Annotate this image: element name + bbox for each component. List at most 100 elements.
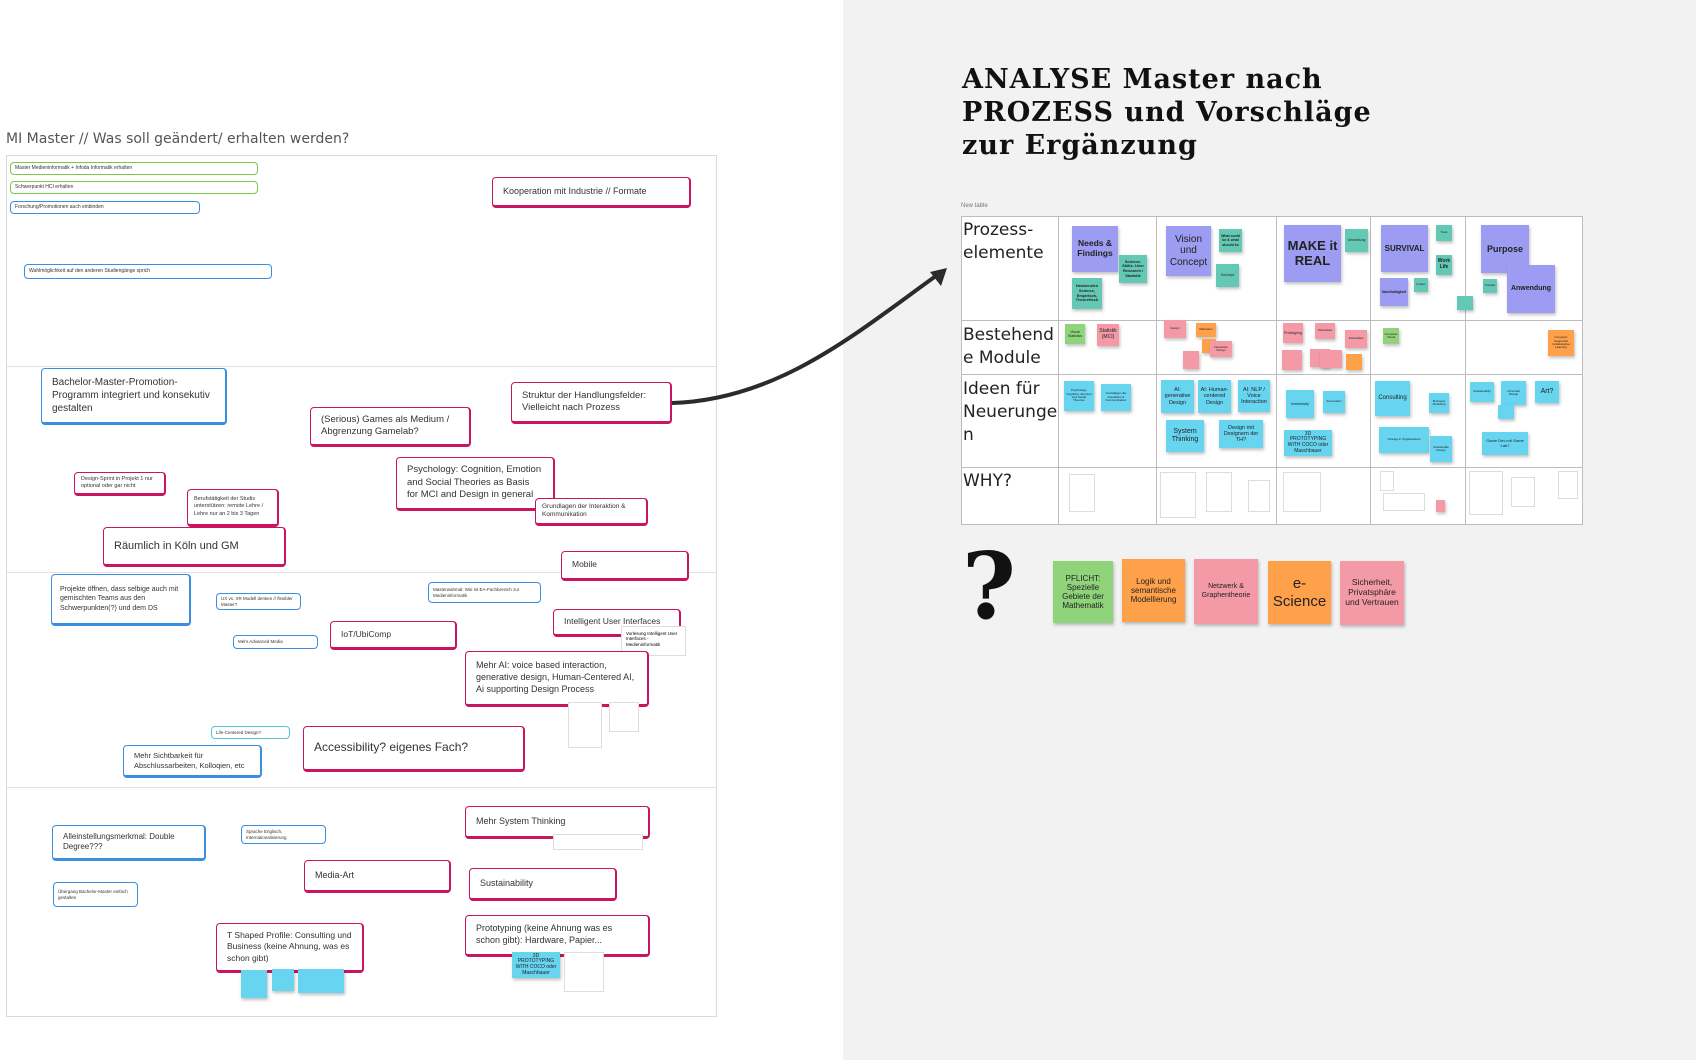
- sticky-note[interactable]: Nachhaltigkeit: [1380, 278, 1408, 306]
- sticky-note[interactable]: [272, 969, 294, 991]
- sticky-note[interactable]: AI: generative Design: [1161, 380, 1194, 413]
- sticky-note[interactable]: Computer Visual: [1383, 328, 1399, 344]
- sticky-note[interactable]: Prototyping: [1283, 323, 1303, 343]
- image-thumbnail[interactable]: [1380, 471, 1394, 491]
- image-thumbnail[interactable]: [1511, 477, 1535, 507]
- note-card[interactable]: Wahlmöglichkeit auf den anderen Studieng…: [24, 264, 272, 279]
- sticky-note[interactable]: Sustainability: [1470, 382, 1494, 402]
- sticky-note[interactable]: Immersivity: [1286, 390, 1314, 418]
- row-label-why[interactable]: WHY?: [963, 471, 1012, 491]
- sticky-note[interactable]: Interaction Design: [1210, 341, 1232, 357]
- sticky-note[interactable]: Sicherheit, Privatsphäre und Vertrauen: [1340, 561, 1404, 625]
- sticky-note[interactable]: [298, 969, 344, 993]
- sticky-note[interactable]: Anwendung: [1507, 265, 1555, 313]
- sticky-note[interactable]: Neuberufen Science, Empirisch, Theoretis…: [1072, 278, 1102, 309]
- document-thumbnail[interactable]: [1469, 471, 1503, 515]
- document-thumbnail[interactable]: [1248, 480, 1270, 512]
- note-card[interactable]: Räumlich in Köln und GM: [103, 527, 286, 567]
- frame-title[interactable]: MI Master // Was soll geändert/ erhalten…: [6, 131, 350, 147]
- sticky-note[interactable]: Change in Organizations: [1379, 427, 1429, 453]
- sticky-note[interactable]: System Thinking: [1166, 420, 1204, 452]
- sticky-note[interactable]: Game Dev mit Game Lab?: [1482, 432, 1528, 455]
- note-card[interactable]: Mobile: [561, 551, 689, 581]
- document-thumbnail[interactable]: [1283, 472, 1321, 512]
- sticky-note[interactable]: Visual Statistics: [1065, 324, 1085, 344]
- note-card[interactable]: Design-Sprint in Projekt 1 nur optional …: [74, 472, 166, 496]
- note-card[interactable]: Prototyping (keine Ahnung was es schon g…: [465, 915, 650, 957]
- note-card[interactable]: Grundlagen der Interaktion & Kommunikati…: [535, 498, 648, 526]
- sticky-note[interactable]: Vision und Concept: [1166, 226, 1211, 276]
- sticky-note[interactable]: AI: NLP / Voice Interaction: [1238, 380, 1270, 412]
- sticky-note[interactable]: Science-Skills: User Research / Statisti…: [1119, 255, 1147, 283]
- sticky-note[interactable]: [1282, 350, 1302, 370]
- sticky-note[interactable]: Psychology: Cognition, Emotion and Socia…: [1064, 381, 1094, 411]
- sticky-note[interactable]: Automation: [1323, 391, 1345, 413]
- image-thumbnails[interactable]: [553, 834, 643, 850]
- sticky-note[interactable]: Konzept: [1216, 264, 1239, 287]
- board-title[interactable]: ANALYSE Master nach PROZESS und Vorschlä…: [962, 64, 1372, 161]
- note-card[interactable]: Life-Centered Design?: [211, 726, 290, 739]
- note-card[interactable]: (Serious) Games als Medium / Abgrenzung …: [310, 407, 471, 447]
- sticky-note[interactable]: Design: [1164, 320, 1186, 338]
- sticky-note[interactable]: Art?: [1535, 381, 1559, 403]
- sticky-note[interactable]: [1436, 500, 1445, 512]
- note-card[interactable]: Alleinstellungsmerkmal: Double Degree???: [52, 825, 206, 861]
- sticky-note[interactable]: Computer Supported Collaborative Learnin…: [1548, 330, 1574, 356]
- sticky-note[interactable]: Needs & Findings: [1072, 226, 1118, 272]
- note-card[interactable]: Master Medieninformatik + Infoda Informa…: [10, 162, 258, 175]
- note-card[interactable]: Sustainability: [469, 868, 617, 901]
- sticky-note[interactable]: MAKE it REAL: [1284, 225, 1341, 282]
- image-thumbnail[interactable]: [1383, 493, 1425, 511]
- note-card[interactable]: Forschung/Promotionen auch einbinden: [10, 201, 200, 214]
- note-card[interactable]: Bachelor-Master-Promotion-Programm integ…: [41, 368, 227, 425]
- note-card[interactable]: Masterwahmal: Wie ist EA-Fachbereich zur…: [428, 582, 541, 603]
- sticky-note[interactable]: 3D PROTOTYPING WITH COCO oder Maschbauer: [512, 952, 560, 978]
- note-card[interactable]: Struktur der Handlungsfelder: Vielleicht…: [511, 382, 672, 424]
- row-label-bestehend[interactable]: Bestehend e Module: [963, 325, 1054, 368]
- row-label-prozess[interactable]: Prozess-elemente: [963, 220, 1044, 263]
- row-label-ideen[interactable]: Ideen für Neuerunge n: [963, 379, 1058, 445]
- note-card[interactable]: Kooperation mit Industrie // Formate: [492, 177, 691, 208]
- sticky-note[interactable]: Work Life: [1436, 255, 1452, 275]
- note-card[interactable]: Accessibility? eigenes Fach?: [303, 726, 525, 772]
- sticky-note[interactable]: Impact: [1414, 278, 1428, 292]
- note-card[interactable]: IoT/UbiComp: [330, 621, 457, 650]
- sticky-note[interactable]: Logik und semantische Modellierung: [1122, 559, 1185, 622]
- sticky-note[interactable]: [1183, 351, 1199, 369]
- sticky-note[interactable]: [241, 970, 267, 998]
- sticky-note[interactable]: Universal Design: [1501, 381, 1526, 405]
- note-card[interactable]: Übergang Bachelor-Master einfach gestalt…: [53, 882, 138, 907]
- sticky-note[interactable]: [1346, 354, 1362, 370]
- note-card[interactable]: Schwerpunkt HCI erhalten: [10, 181, 258, 194]
- sticky-note[interactable]: Netzwerk & Graphentheorie: [1194, 559, 1258, 624]
- sticky-note[interactable]: e-Science: [1268, 561, 1331, 624]
- sticky-note[interactable]: SURVIVAL: [1381, 225, 1428, 272]
- sticky-note[interactable]: Umsetzung: [1345, 229, 1368, 252]
- note-card[interactable]: Media-Art: [304, 860, 451, 893]
- document-thumbnail[interactable]: [1069, 474, 1095, 512]
- sticky-note[interactable]: Sustainable Design: [1430, 436, 1452, 462]
- sticky-note[interactable]: [1498, 405, 1514, 419]
- note-card[interactable]: Projekte öffnen, dass selbige auch mit g…: [51, 574, 191, 626]
- sticky-note[interactable]: Embedded: [1345, 330, 1367, 348]
- note-card[interactable]: UX vs. XR Modell denken // flexibler Mas…: [216, 593, 301, 610]
- note-card[interactable]: Berufstätigkeit der Studis unterstützen:…: [187, 489, 279, 527]
- chart-thumbnail[interactable]: [1206, 472, 1232, 512]
- sticky-note[interactable]: Grundlagen der Interaktion & Kommunikati…: [1101, 384, 1131, 411]
- image-thumbnail[interactable]: [1558, 471, 1578, 499]
- note-card[interactable]: T Shaped Profile: Consulting und Busines…: [216, 923, 364, 973]
- sticky-note[interactable]: Transfer: [1483, 279, 1497, 293]
- note-card[interactable]: Psychology: Cognition, Emotion and Socia…: [396, 457, 555, 511]
- sticky-note[interactable]: Statistik (MCI): [1097, 324, 1119, 346]
- sticky-note[interactable]: 3D PROTOTYPING WITH COCO oder Maschbauer: [1284, 430, 1332, 456]
- image-thumbnail[interactable]: [564, 952, 604, 992]
- image-thumbnail[interactable]: [1160, 472, 1196, 518]
- chart-thumbnail[interactable]: [609, 702, 639, 732]
- sticky-note[interactable]: What could be & what should be: [1219, 229, 1242, 252]
- note-card[interactable]: Mehr Sichtbarkeit für Abschlussarbeiten,…: [123, 745, 262, 778]
- note-card[interactable]: Sprache Englisch, Internationalisierung: [241, 825, 326, 844]
- image-thumbnail[interactable]: [568, 702, 602, 748]
- note-card[interactable]: Intelligent User Interfaces: [553, 609, 681, 637]
- sticky-note[interactable]: PFLICHT: Spezielle Gebiete der Mathemati…: [1053, 561, 1113, 623]
